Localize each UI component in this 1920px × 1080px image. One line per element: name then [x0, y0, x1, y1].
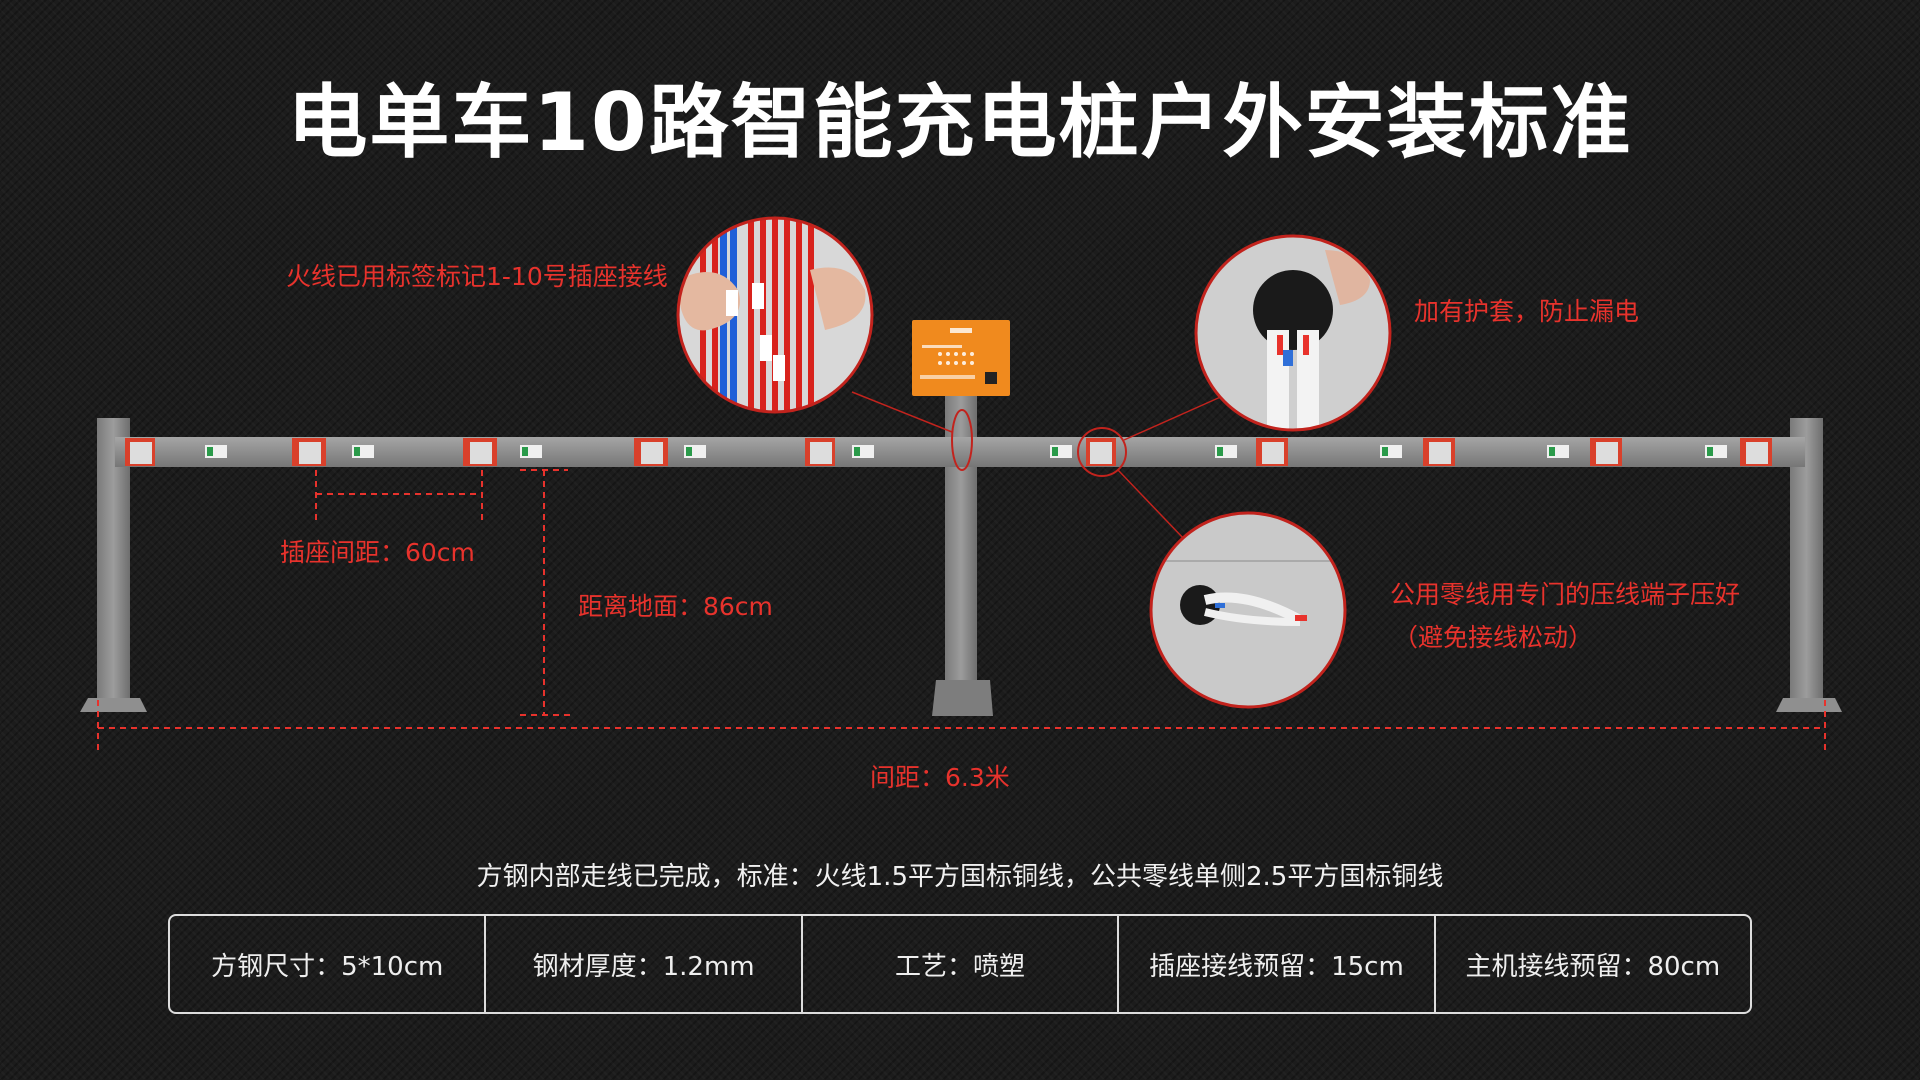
- socket-icon: [292, 438, 326, 466]
- qr-label-icon: [352, 445, 374, 458]
- inset-wire-labels: [676, 216, 874, 414]
- wiring-description: 方钢内部走线已完成，标准：火线1.5平方国标铜线，公共零线单侧2.5平方国标铜线: [476, 862, 1444, 892]
- socket-icon: [805, 438, 835, 466]
- qr-label-icon: [205, 445, 227, 458]
- spec-table: 方钢尺寸：5*10cm 钢材厚度：1.2mm 工艺：喷塑 插座接线预留：15cm…: [168, 914, 1752, 1014]
- callout-sleeve: 加有护套，防止漏电: [1414, 297, 1640, 326]
- spec-host-reserve: 主机接线预留：80cm: [1465, 951, 1721, 982]
- page-title: 电单车10路智能充电桩户外安装标准: [287, 76, 1633, 169]
- qr-label-icon: [852, 445, 874, 458]
- qr-label-icon: [1215, 445, 1237, 458]
- charger-box-icon: [912, 320, 1010, 396]
- steel-bar: [115, 437, 1805, 467]
- spec-steel-size: 方钢尺寸：5*10cm: [170, 916, 487, 1012]
- socket-icon: [1740, 438, 1772, 466]
- qr-label-icon: [520, 445, 542, 458]
- socket-icon: [125, 438, 155, 466]
- socket-icon: [1590, 438, 1622, 466]
- callout-neutral-line1: 公用零线用专门的压线端子压好: [1390, 580, 1741, 609]
- callout-marker-socket: [1077, 427, 1127, 477]
- spec-socket-reserve: 插座接线预留：15cm: [1119, 916, 1436, 1012]
- callout-neutral-line2: （避免接线松动）: [1393, 623, 1594, 652]
- socket-icon: [1256, 438, 1288, 466]
- qr-label-icon: [1705, 445, 1727, 458]
- callout-wire-labels: 火线已用标签标记1-10号插座接线: [286, 262, 668, 291]
- span-label: 间距：6.3米: [870, 763, 1010, 792]
- socket-icon: [463, 438, 497, 466]
- spec-steel-thickness: 钢材厚度：1.2mm: [486, 916, 803, 1012]
- callout-leaders: [851, 391, 1226, 541]
- qr-label-icon: [1050, 445, 1072, 458]
- inset-neutral-terminal: [1149, 511, 1347, 709]
- dimension-lines: [97, 469, 1826, 755]
- socket-icon: [1423, 438, 1455, 466]
- qr-label-icon: [1380, 445, 1402, 458]
- center-post: [932, 380, 993, 716]
- qr-label-icon: [1547, 445, 1569, 458]
- callout-marker-center: [951, 409, 973, 471]
- ground-height-label: 距离地面：86cm: [578, 592, 773, 621]
- socket-icon: [634, 438, 668, 466]
- spec-process: 工艺：喷塑: [803, 916, 1120, 1012]
- inset-sleeve: [1194, 234, 1392, 432]
- socket-icon: [1086, 438, 1116, 466]
- qr-label-icon: [684, 445, 706, 458]
- socket-row: [125, 438, 1772, 466]
- socket-spacing-label: 插座间距：60cm: [280, 538, 475, 567]
